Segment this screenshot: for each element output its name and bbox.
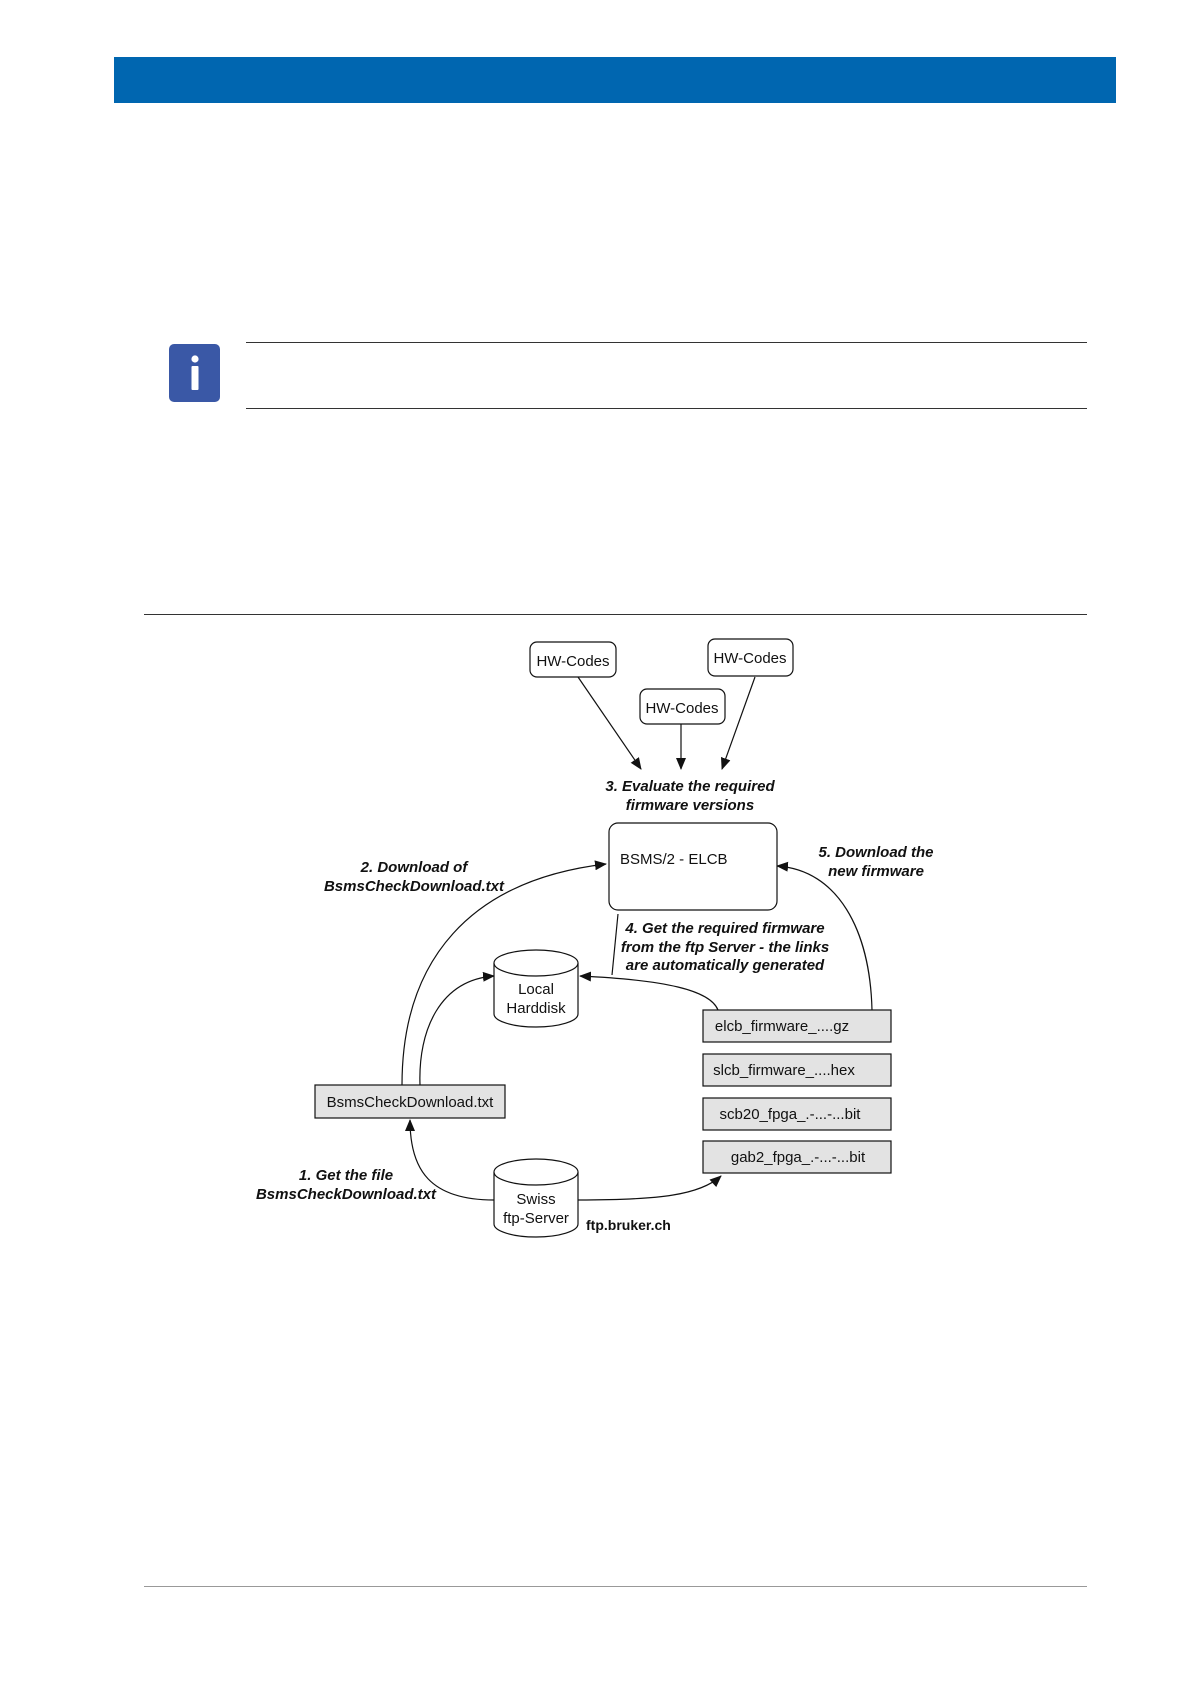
get-firmware-text-3: are automatically generated [626,957,825,974]
ftp-server-url: ftp.bruker.ch [586,1217,671,1233]
arrow-check-local [419,971,495,1086]
info-icon [169,344,220,402]
get-file-text-1: 1. Get the file [299,1167,393,1184]
file-box-scb20 [702,1097,892,1131]
elcb-box [608,822,778,911]
local-harddisk-label-2: Harddisk [506,1000,566,1017]
download-firmware-text-2: new firmware [828,863,924,880]
evaluate-text-1: 3. Evaluate the required [605,778,775,795]
file-label-scb20: scb20_fpga_.-...-...bit [720,1106,862,1123]
get-firmware-text-2: from the ftp Server - the links [621,939,829,956]
file-label-slcb: slcb_firmware_....hex [713,1062,855,1079]
arrow-firmware-local [579,971,719,1011]
download-firmware-text-1: 5. Download the [818,844,933,861]
get-file-text-2: BsmsCheckDownload.txt [256,1186,437,1203]
arrow-server-files [577,1175,722,1201]
download-txt-text-2: BsmsCheckDownload.txt [324,878,505,895]
footer-rule [144,1586,1087,1587]
local-harddisk-label-1: Local [518,981,554,998]
line-get-firmware [611,913,619,976]
evaluate-text-2: firmware versions [626,797,754,814]
diagram-arrows [401,676,873,1201]
local-harddisk-cylinder [493,949,579,1028]
hw-codes-box-2 [639,688,726,725]
file-box-slcb [702,1053,892,1087]
download-txt-text-1: 2. Download of [360,859,470,876]
file-box-elcb [702,1009,892,1043]
hw-codes-label-2: HW-Codes [645,700,718,717]
ftp-server-label-1: Swiss [516,1191,555,1208]
arrow-server-check [405,1119,495,1201]
arrow-hw3-evaluate [721,676,756,770]
get-firmware-text-1: 4. Get the required firmware [624,920,824,937]
file-box-gab2 [702,1140,892,1174]
arrow-hw1-evaluate [577,676,642,770]
file-label-elcb: elcb_firmware_....gz [715,1018,849,1035]
hw-codes-box-3 [707,638,794,677]
note-rule-bottom [246,408,1087,409]
ftp-server-label-2: ftp-Server [503,1210,569,1227]
arrow-download-firmware [776,861,873,1011]
elcb-label: BSMS/2 - ELCB [620,851,728,868]
check-download-box [314,1084,506,1119]
ftp-server-cylinder [493,1158,579,1238]
hw-codes-label-3: HW-Codes [713,650,786,667]
check-download-label: BsmsCheckDownload.txt [327,1094,495,1111]
hw-codes-label-1: HW-Codes [536,653,609,670]
header-bar [114,57,1116,103]
section-rule [144,614,1087,615]
arrow-download-txt [401,860,607,1086]
note-rule-top [246,342,1087,343]
hw-codes-box-1 [529,641,617,678]
file-label-gab2: gab2_fpga_.-...-...bit [731,1149,866,1166]
